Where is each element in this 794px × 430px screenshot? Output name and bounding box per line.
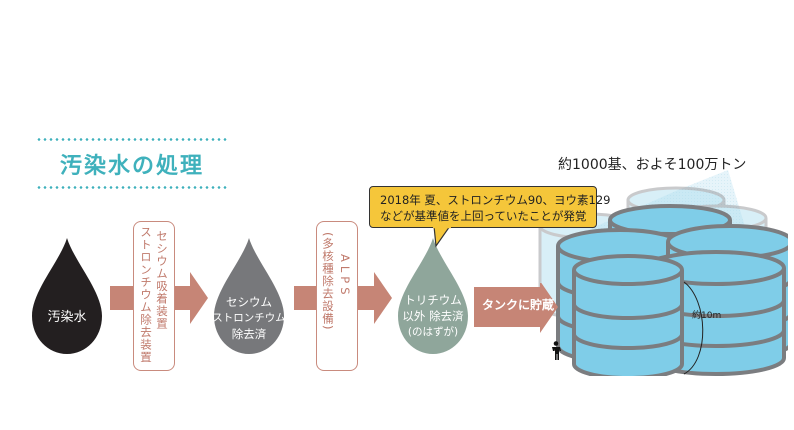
device-box-alps: ALPS (多核種除去設備): [316, 221, 358, 371]
dotted-divider-bottom: [36, 186, 228, 189]
callout-line-2: などが基準値を上回っていたことが発覚: [380, 209, 587, 223]
device-label-cesium: セシウム吸着装置: [155, 230, 169, 330]
callout-line-1: 2018年 夏、ストロンチウム90、ヨウ素129: [380, 193, 611, 207]
tank-count-label: 約1000基、およそ100万トン: [558, 157, 747, 173]
water-drop-black-icon: [32, 238, 102, 354]
height-bracket: [683, 281, 704, 375]
storage-tanks-illustration: [538, 170, 788, 376]
stage-label-line-1: トリチウム: [404, 293, 462, 307]
device-label-alps: ALPS: [338, 254, 352, 299]
stage-label-line-2: 以外 除去済: [402, 309, 464, 323]
section-title-block: 汚染水の処理: [36, 138, 228, 190]
dotted-divider-top: [36, 138, 228, 141]
device-label-alps-full: (多核種除去設備): [321, 232, 335, 331]
tank-height-label: 約10m: [692, 311, 722, 321]
water-drop-cesium-removed: セシウム ストロンチウム 除去済: [212, 236, 286, 356]
water-drop-green-icon: [398, 238, 468, 354]
water-drop-gray-icon: [214, 238, 284, 354]
tank-front: [572, 254, 684, 376]
storage-arrow: [474, 283, 558, 333]
person-icon: [552, 341, 561, 360]
stage-label-line-2: ストロンチウム: [212, 312, 286, 324]
stage-label-line-3: 除去済: [231, 327, 267, 341]
callout-box: 2018年 夏、ストロンチウム90、ヨウ素129 などが基準値を上回っていたこと…: [369, 186, 611, 228]
water-drop-raw: 汚染水: [30, 236, 104, 356]
device-label-strontium: ストロンチウム除去装置: [139, 226, 153, 364]
device-box-cesium-strontium: セシウム吸着装置 ストロンチウム除去装置: [133, 221, 175, 371]
stage-label-line-3: (のはずが): [407, 326, 459, 338]
stage-label: 汚染水: [47, 310, 87, 325]
callout-pointer: [433, 226, 451, 248]
page-title: 汚染水の処理: [59, 154, 204, 179]
water-drop-alps-treated: トリチウム 以外 除去済 (のはずが): [396, 236, 470, 356]
stage-label-line-1: セシウム: [226, 295, 272, 309]
storage-arrow-label: タンクに貯蔵: [482, 298, 555, 312]
